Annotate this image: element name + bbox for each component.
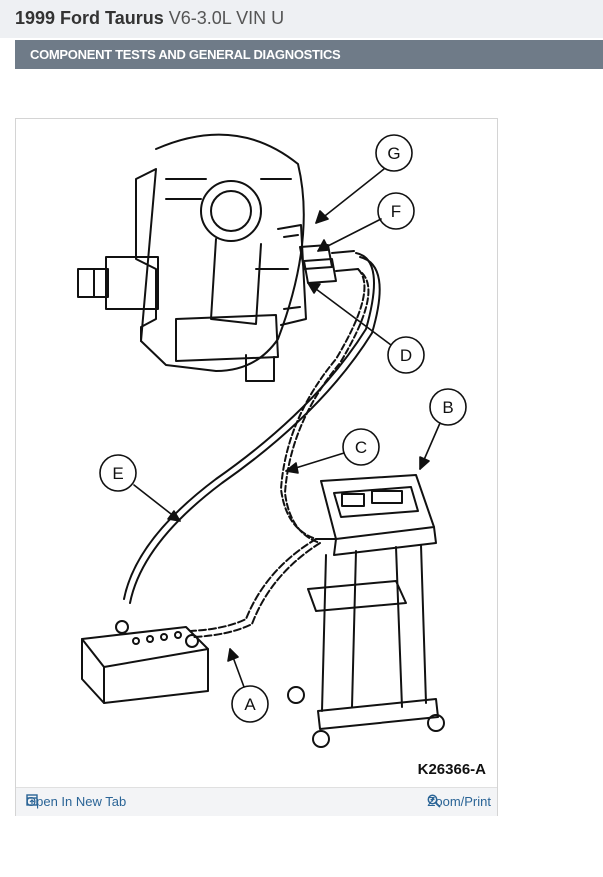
section-title: COMPONENT TESTS AND GENERAL DIAGNOSTICS — [30, 47, 341, 62]
engine-spec: V6-3.0L VIN U — [168, 8, 285, 28]
open-new-tab-label: Open In New Tab — [26, 794, 127, 809]
label-f: F — [391, 202, 401, 221]
vehicle-name: 1999 Ford Taurus — [15, 8, 164, 28]
zoom-print-label: Zoom/Print — [427, 794, 491, 809]
cables — [123, 252, 381, 638]
figure-footer: Open In New Tab Zoom/Print — [16, 787, 497, 816]
page-title: 1999 Ford Taurus V6-3.0L VIN U — [15, 8, 284, 29]
diagram-figure: G F D B C E A K26366-A Open In New Tab — [15, 118, 498, 816]
label-a: A — [244, 695, 256, 714]
label-g: G — [387, 144, 400, 163]
label-c: C — [355, 438, 367, 457]
open-new-tab-link[interactable]: Open In New Tab — [26, 794, 126, 809]
engine-assembly — [77, 133, 307, 382]
zoom-in-icon — [427, 794, 442, 808]
test-cart — [287, 474, 445, 748]
zoom-print-link[interactable]: Zoom/Print — [427, 794, 491, 809]
label-b: B — [442, 398, 453, 417]
section-header: COMPONENT TESTS AND GENERAL DIAGNOSTICS — [15, 40, 603, 69]
label-d: D — [400, 346, 412, 365]
open-tab-icon — [26, 794, 38, 806]
diagnostic-diagram: G F D B C E A K26366-A — [77, 133, 487, 778]
callouts — [99, 134, 467, 723]
battery — [81, 620, 209, 704]
label-e: E — [112, 464, 123, 483]
top-bar: 1999 Ford Taurus V6-3.0L VIN U — [0, 0, 603, 38]
callout-labels: G F D B C E A — [112, 144, 453, 714]
figure-id: K26366-A — [418, 761, 487, 778]
connector-group — [299, 244, 359, 284]
